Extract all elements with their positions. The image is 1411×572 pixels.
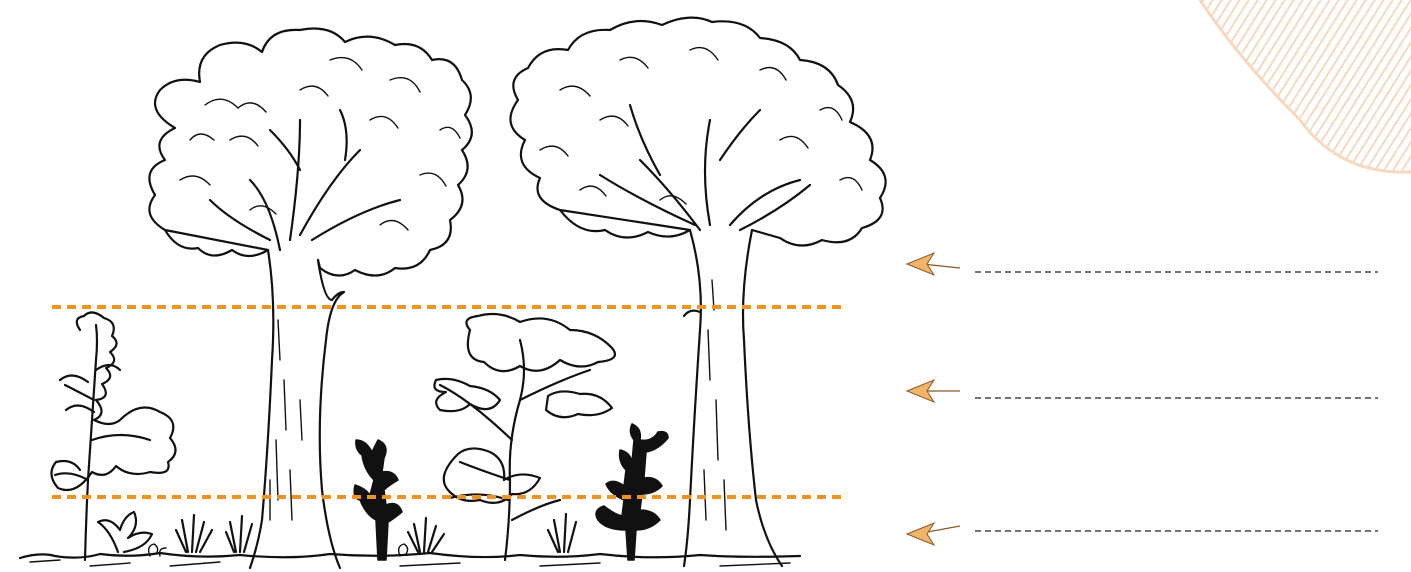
left-tall-tree [149, 29, 471, 569]
arrow-left-icon [907, 523, 960, 545]
leaf-hatch-stroke [1036, 0, 1156, 180]
black-shrub-right [596, 424, 668, 560]
middle-small-tree [434, 314, 615, 560]
leaf-hatch-stroke [1126, 0, 1246, 180]
leaf-hatch-stroke [1072, 0, 1192, 180]
leaf-hatch-stroke [1063, 0, 1183, 180]
upper-layer-label-slot [907, 253, 1378, 275]
right-tall-tree [510, 18, 885, 566]
black-shrub-left [354, 440, 402, 560]
leaf-hatch-stroke [1054, 0, 1174, 180]
leaf-hatch-stroke [1153, 0, 1273, 180]
leaf-hatch-stroke [1045, 0, 1165, 180]
ground-line [20, 553, 800, 558]
leaf-hatch-stroke [1090, 0, 1210, 180]
leaf-hatch-stroke [1018, 0, 1138, 180]
leaf-hatch-stroke [1108, 0, 1228, 180]
leaf-hatch-stroke [1099, 0, 1219, 180]
leaf-hatch-stroke [1144, 0, 1264, 180]
ground-plants [98, 512, 576, 556]
arrow-left-icon [907, 253, 960, 275]
leaf-hatch-stroke [1081, 0, 1201, 180]
middle-layer-label-slot [907, 380, 1378, 402]
ground-layer-label-slot [907, 523, 1378, 545]
leaf-hatch-stroke [1000, 0, 1120, 180]
leaf-hatch-stroke [1027, 0, 1147, 180]
arrow-left-icon [907, 380, 960, 402]
leaf-watermark-icon [1000, 0, 1411, 180]
leaf-hatch-stroke [1135, 0, 1255, 180]
leaf-hatch-stroke [1009, 0, 1129, 180]
